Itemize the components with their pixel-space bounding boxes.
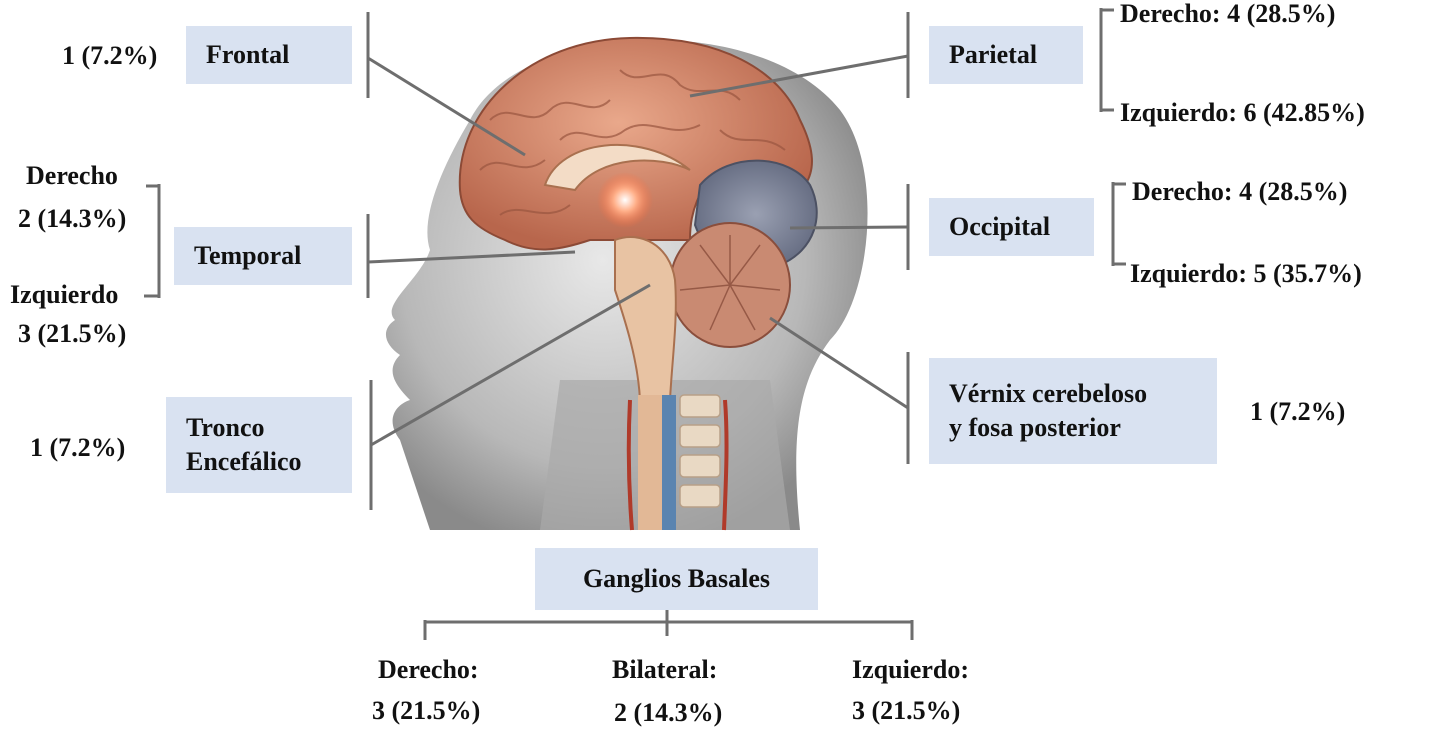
temporal-left-label: Izquierdo bbox=[10, 279, 118, 312]
frontal-box: Frontal bbox=[186, 26, 352, 84]
parietal-box: Parietal bbox=[929, 26, 1083, 84]
temporal-box: Temporal bbox=[174, 227, 352, 285]
brainstem-name-line2: Encefálico bbox=[186, 445, 302, 479]
occipital-right: Derecho: 4 (28.5%) bbox=[1132, 176, 1347, 209]
basal-ganglia-bilateral-label: Bilateral: bbox=[612, 654, 717, 687]
thalamus-glow bbox=[597, 172, 653, 228]
temporal-right-value: 2 (14.3%) bbox=[18, 203, 126, 236]
brainstem-count: 1 (7.2%) bbox=[30, 432, 125, 465]
vermis-name-line1: Vérnix cerebeloso bbox=[949, 377, 1147, 411]
basal-ganglia-bilateral-value: 2 (14.3%) bbox=[614, 697, 722, 730]
basal-ganglia-box: Ganglios Basales bbox=[535, 548, 818, 610]
parietal-left: Izquierdo: 6 (42.85%) bbox=[1120, 97, 1365, 130]
occipital-left: Izquierdo: 5 (35.7%) bbox=[1130, 258, 1362, 291]
frontal-count: 1 (7.2%) bbox=[62, 40, 157, 73]
vermis-name-line2: y fosa posterior bbox=[949, 411, 1121, 445]
basal-ganglia-left-label: Izquierdo: bbox=[852, 654, 969, 687]
temporal-left-value: 3 (21.5%) bbox=[18, 318, 126, 351]
basal-ganglia-right-label: Derecho: bbox=[378, 654, 479, 687]
brainstem-name-line1: Tronco bbox=[186, 411, 264, 445]
vermis-count: 1 (7.2%) bbox=[1250, 396, 1345, 429]
temporal-right-label: Derecho bbox=[26, 160, 118, 193]
parietal-right: Derecho: 4 (28.5%) bbox=[1120, 0, 1335, 31]
basal-ganglia-left-value: 3 (21.5%) bbox=[852, 695, 960, 728]
brainstem-box: Tronco Encefálico bbox=[166, 397, 352, 493]
vermis-box: Vérnix cerebeloso y fosa posterior bbox=[929, 358, 1217, 464]
basal-ganglia-right-value: 3 (21.5%) bbox=[372, 695, 480, 728]
occipital-box: Occipital bbox=[929, 198, 1094, 256]
